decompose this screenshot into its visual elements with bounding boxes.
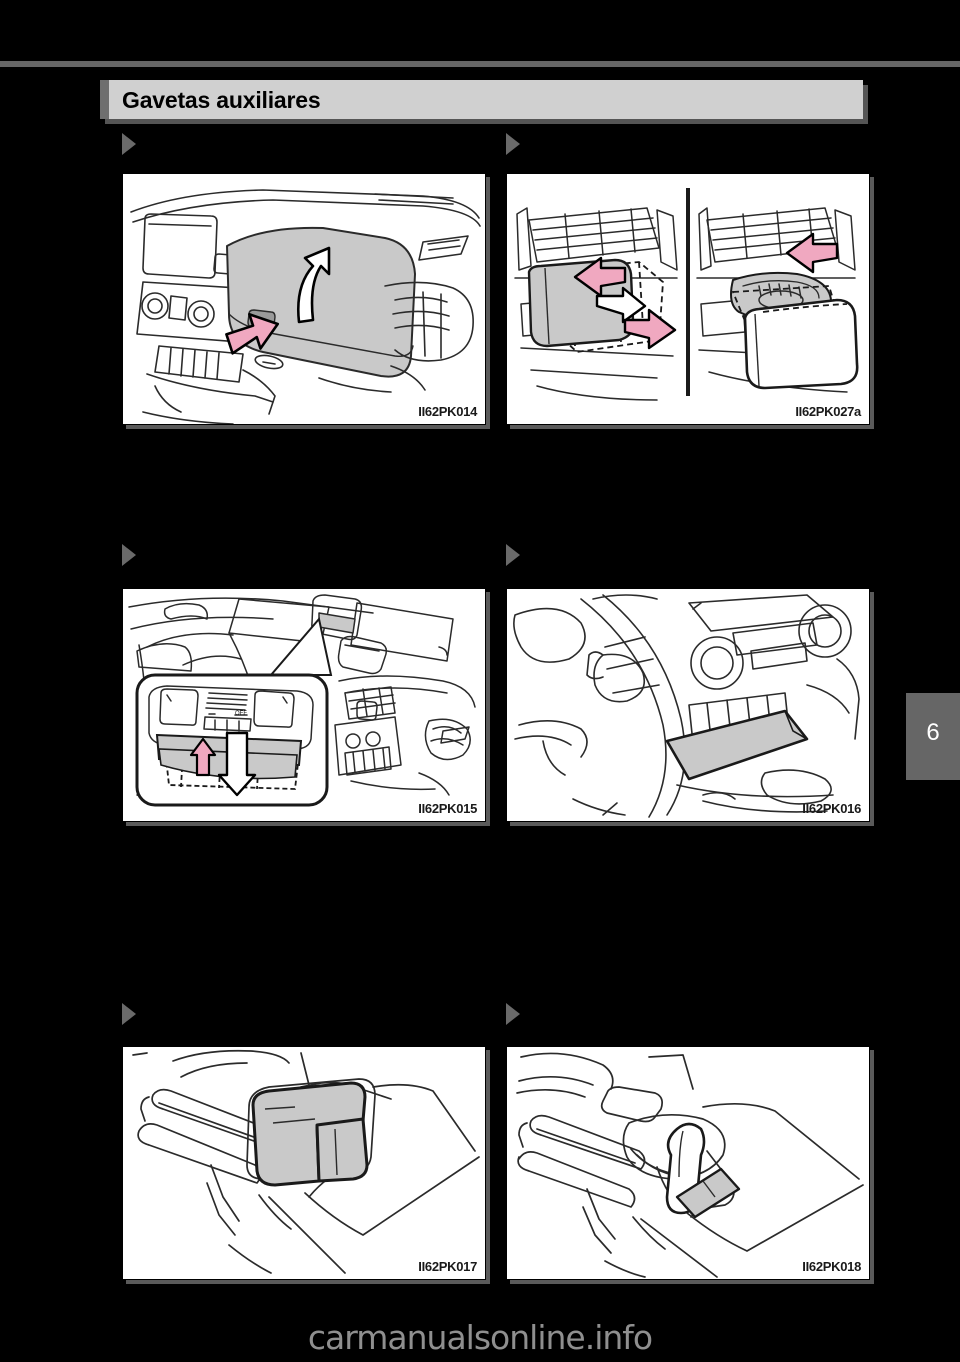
title-bar-left-edge	[100, 80, 109, 119]
chapter-number: 6	[926, 719, 940, 746]
title-bar-background	[109, 80, 863, 119]
console-switch-label: OFF	[235, 711, 247, 717]
figure-3-artwork: OFF	[128, 594, 476, 807]
section-title-bar: Gavetas auxiliares	[100, 80, 868, 124]
bullet-marker-figure-2	[506, 133, 520, 155]
cup-holder-pad	[675, 1167, 741, 1219]
figure-2-artwork	[514, 188, 859, 401]
figure-glove-box-lower: II62PK027a	[506, 173, 870, 425]
auxiliary-tray-surface	[665, 709, 809, 781]
figure-id-label: II62PK016	[802, 801, 861, 816]
arrow-push-drawer-icon	[573, 256, 627, 298]
figure-id-label: II62PK017	[418, 1259, 477, 1274]
figure-console-cup-holder: II62PK018	[506, 1046, 870, 1280]
figure-id-label: II62PK027a	[795, 404, 861, 419]
figure-overhead-sunglasses-holder: OFF II62PK015	[122, 588, 486, 822]
bullet-marker-figure-3	[122, 544, 136, 566]
figure-console-storage-tray: II62PK017	[122, 1046, 486, 1280]
figure-id-label: II62PK014	[418, 404, 477, 419]
chapter-tab: 6	[906, 693, 960, 780]
figure-dashboard-tray: II62PK016	[506, 588, 870, 822]
bullet-marker-figure-1	[122, 133, 136, 155]
page-title: Gavetas auxiliares	[122, 87, 321, 113]
figure-id-label: II62PK018	[802, 1259, 861, 1274]
arrow-press-console-icon	[189, 737, 217, 777]
bullet-marker-figure-4	[506, 544, 520, 566]
arrow-pull-drawer-icon	[623, 308, 677, 350]
figure-1-artwork	[130, 189, 481, 424]
arrow-lid-opens-icon	[297, 246, 331, 324]
arrow-release-drawer-icon	[595, 286, 647, 324]
figure-glove-box-upper: II62PK014	[122, 173, 486, 425]
arrow-press-lock-icon	[785, 232, 839, 274]
figure-4-artwork	[513, 594, 860, 818]
figure-6-artwork	[516, 1052, 864, 1278]
bullet-marker-figure-5	[122, 1003, 136, 1025]
console-tray-right-well	[315, 1117, 369, 1183]
figure-id-label: II62PK015	[418, 801, 477, 816]
bullet-marker-figure-6	[506, 1003, 520, 1025]
arrow-press-button-icon	[225, 312, 280, 355]
arrow-holder-opens-icon	[217, 731, 257, 797]
page-top-rule	[0, 61, 960, 67]
figure-5-artwork	[132, 1049, 480, 1274]
site-watermark: carmanualsonline.info	[307, 1318, 653, 1357]
